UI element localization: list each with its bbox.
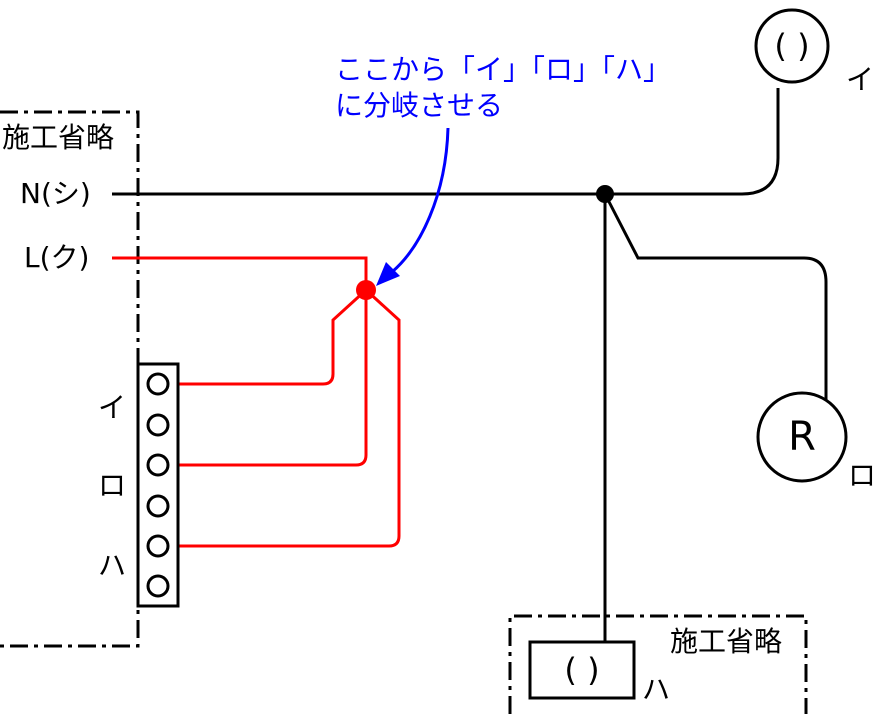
fixture-ha-label: ハ — [642, 673, 671, 706]
line-junction-dot — [356, 280, 376, 300]
lamp-ro-symbol — [756, 391, 848, 483]
lamp-i-symbol — [754, 8, 830, 84]
callout-arrow — [391, 127, 450, 274]
callout-line-1: ここから「イ」「ロ」「ハ」 — [335, 53, 672, 86]
terminal-3 — [146, 453, 170, 477]
callout-arrowhead — [376, 262, 400, 286]
switch-terminal-block — [136, 362, 180, 608]
terminal-2 — [146, 413, 170, 437]
terminal-label-i: イ — [98, 391, 127, 424]
neutral-junction-dot — [596, 185, 614, 203]
line-branch-ro — [178, 290, 368, 467]
bottom-box-title: 施工省略 — [670, 625, 783, 658]
fixture-ha-symbol — [528, 640, 636, 700]
lamp-ro-symbol-text: R — [788, 414, 816, 460]
line-branch-i — [178, 288, 368, 386]
lamp-i-symbol-text: ( ) — [774, 27, 810, 65]
line-wire — [112, 256, 368, 290]
neutral-label: N(シ) — [20, 177, 91, 210]
terminal-6 — [146, 574, 170, 598]
left-omitted-box — [0, 110, 140, 648]
terminal-5 — [146, 534, 170, 558]
left-box-title: 施工省略 — [2, 121, 115, 154]
fixture-ha-symbol-text: ( ) — [564, 651, 600, 689]
line-label: L(ク) — [24, 241, 90, 274]
terminal-label-ha: ハ — [98, 549, 127, 582]
neutral-wire-to-lamp-i — [605, 88, 780, 196]
lamp-ro-label: ロ — [848, 459, 877, 492]
lamp-i-label: イ — [846, 63, 875, 96]
callout-line-2: に分岐させる — [335, 89, 504, 122]
bottom-omitted-box — [508, 614, 808, 714]
line-branch-ha — [178, 288, 401, 548]
terminal-1 — [146, 372, 170, 396]
neutral-wire-to-lamp-ro — [603, 193, 828, 400]
terminal-label-ro: ロ — [98, 469, 127, 502]
terminal-4 — [146, 494, 170, 518]
